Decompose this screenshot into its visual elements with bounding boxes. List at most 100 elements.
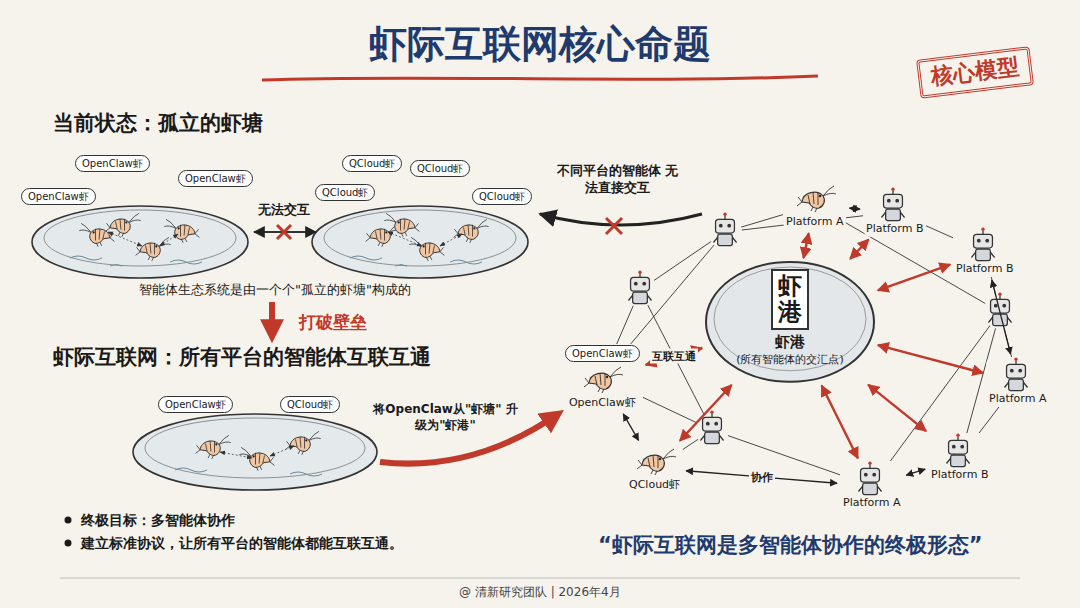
pond [324,210,516,266]
connector [822,385,858,458]
robot-icon [864,473,868,477]
robot-icon [999,295,1000,299]
connector [849,208,860,210]
pond [350,256,482,266]
agent-icon [946,433,969,466]
agent-icon [852,462,892,496]
caption-rule [60,578,1020,579]
robot-icon [719,224,723,228]
hub-island [714,267,866,371]
speech-bubble: QCloud虾 [342,155,402,172]
pond [133,414,377,490]
shrimp-icon [125,221,127,223]
edge-label: 互联互通 [650,349,698,364]
robot-icon [988,292,1011,325]
agent-node: Platform A [783,180,846,230]
bubble-text: QCloud虾 [287,398,333,411]
note-label: 不同平台的智能体 无法直接交互 [552,163,683,197]
shrimp-icon [819,195,821,197]
robot-icon [1015,360,1016,364]
robot-icon [977,239,981,243]
shrimp-icon [409,237,444,260]
robot-icon [642,282,646,286]
robot-icon [946,433,969,466]
speech-bubble: QCloud虾 [280,396,340,413]
pond [32,206,248,278]
agent-icon [1004,357,1027,390]
robot-icon [633,292,648,304]
stamp-label: 核心模型 [916,46,1034,98]
robot-icon [993,314,1008,326]
down-arrow [269,302,275,336]
bubble-text: OpenClaw虾 [82,157,143,170]
network-background [286,431,321,454]
speech-bubble: OpenClaw虾 [158,396,233,413]
robot-icon [982,230,983,234]
caption: @ 清新研究团队 | 2026年4月 [456,584,624,601]
shrimp-icon [584,367,623,393]
robot-icon [887,199,891,203]
robot-icon [858,486,881,491]
bubble-text: QCloud虾 [417,162,463,175]
hub-node: 虾港虾港(所有智能体的交汇点) [705,261,875,383]
network-background [695,410,729,447]
pond [312,206,528,278]
robot-icon [1004,357,1027,390]
shrimp-icon [454,219,489,242]
agent-node: OpenClaw虾OpenClaw虾 [562,344,643,411]
agent-node: Platform A [840,461,903,511]
agent-icon [584,367,623,393]
agent-icon [797,186,836,212]
robot-icon [713,212,736,245]
robot-icon [971,227,994,260]
shrimp-icon [106,213,141,236]
bubble-text: QCloud虾 [349,157,395,170]
robot-icon [960,445,964,449]
network-background [409,237,444,260]
network-background [872,312,1000,486]
agent-node: Platform B [953,227,1016,277]
hub-label: (所有智能体的交汇点) [736,352,844,367]
agent-icon [875,188,915,222]
note-label: 虾际互联网：所有平台的智能体互联互通 [50,344,434,371]
shrimp-icon [473,227,475,229]
robot-icon [872,473,876,477]
robot-icon [998,292,1001,295]
robot-icon [975,249,990,261]
network-background [440,234,462,246]
speech-bubble: OpenClaw虾 [75,155,150,172]
network-background [640,290,712,430]
agent-icon [795,181,835,215]
agent-icon [582,362,622,396]
pond [70,256,202,266]
shrimp-icon [398,221,400,223]
cross-mark [277,225,291,239]
robot-icon [1006,364,1025,378]
note-label: “虾际互联网是多智能体协作的终极形态” [595,532,986,559]
shrimp-icon [136,237,171,260]
robot-icon [631,277,650,291]
shrimp-icon [178,227,180,229]
bubble-text: QCloud虾 [322,186,368,199]
note-label: 终极目标：多智能体协作 [78,511,238,529]
bubble-text: QCloud虾 [479,190,525,203]
network-background [136,237,171,260]
shrimp-icon [155,245,157,247]
shrimp-icon [215,443,217,445]
network-background [708,215,742,249]
robot-icon [971,252,994,257]
shrimp-icon [286,431,321,454]
agent-node: Platform B [863,187,926,237]
shrimp-icon [385,231,387,233]
robot-icon [950,455,965,467]
robot-icon [634,282,638,286]
network-background [220,452,252,458]
robot-icon [881,212,904,217]
pond [175,468,322,476]
network-background [160,234,178,246]
shrimp-icon [106,213,141,236]
shrimp-icon [584,367,623,393]
robot-icon [1004,382,1027,387]
